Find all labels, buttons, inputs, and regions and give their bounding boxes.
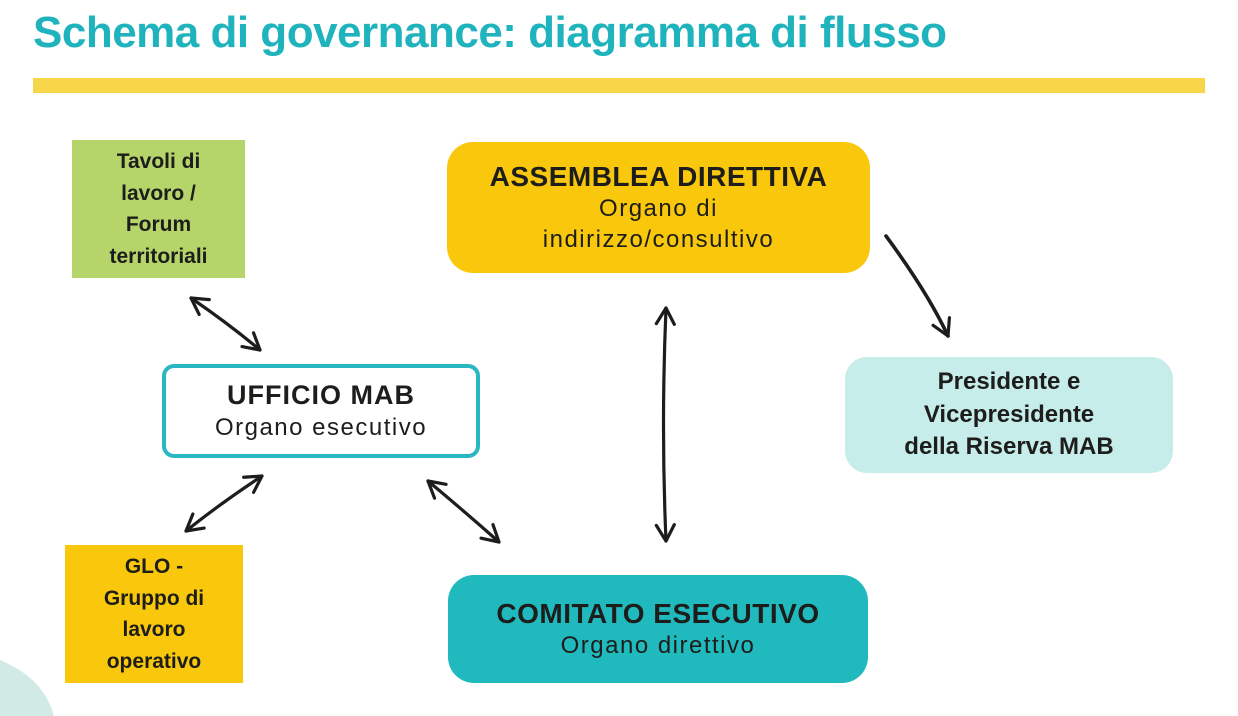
node-glo-line: lavoro [122,618,186,641]
node-ufficio-subtitle: Organo esecutivo [214,413,428,441]
node-glo-line: Gruppo di [103,586,205,610]
page-title: Schema di governance: diagramma di fluss… [33,8,947,57]
node-assemblea-subtitle: Organo di [599,195,718,223]
arrow-tavoli-ufficio [189,296,262,352]
node-glo: GLO - Gruppo di lavoro operativo [65,545,243,683]
node-tavoli-line: Forum [125,213,192,236]
node-tavoli-line: Tavoli di [116,150,201,173]
corner-decoration [0,660,54,716]
arrow-assemblea-comitato [654,306,676,543]
node-ufficio-title: UFFICIO MAB [227,380,415,411]
arrow-ufficio-comitato [426,479,501,544]
node-comitato-esecutivo: COMITATO ESECUTIVO Organo direttivo [448,575,868,683]
node-tavoli-line: territoriali [109,244,208,268]
node-tavoli-forum: Tavoli di lavoro / Forum territoriali [72,140,245,278]
title-underline [33,78,1205,93]
node-presidente-line: della Riserva MAB [904,433,1114,461]
node-glo-line: operativo [106,649,202,673]
node-assemblea-subtitle: indirizzo/consultivo [542,226,775,254]
node-presidente-vicepresidente: Presidente e Vicepresidente della Riserv… [845,357,1173,473]
node-comitato-subtitle: Organo direttivo [560,632,756,660]
node-tavoli-line: lavoro / [121,181,196,205]
node-assemblea-title: ASSEMBLEA DIRETTIVA [489,160,828,192]
node-presidente-line: Presidente e [937,368,1081,396]
node-glo-line: GLO - [124,555,184,578]
node-comitato-title: COMITATO ESECUTIVO [496,597,820,629]
node-assemblea-direttiva: ASSEMBLEA DIRETTIVA Organo di indirizzo/… [447,142,870,273]
node-ufficio-mab: UFFICIO MAB Organo esecutivo [162,364,480,458]
arrow-assemblea-presidente [884,234,952,338]
node-presidente-line: Vicepresidente [923,400,1095,428]
arrow-glo-ufficio [184,474,264,533]
